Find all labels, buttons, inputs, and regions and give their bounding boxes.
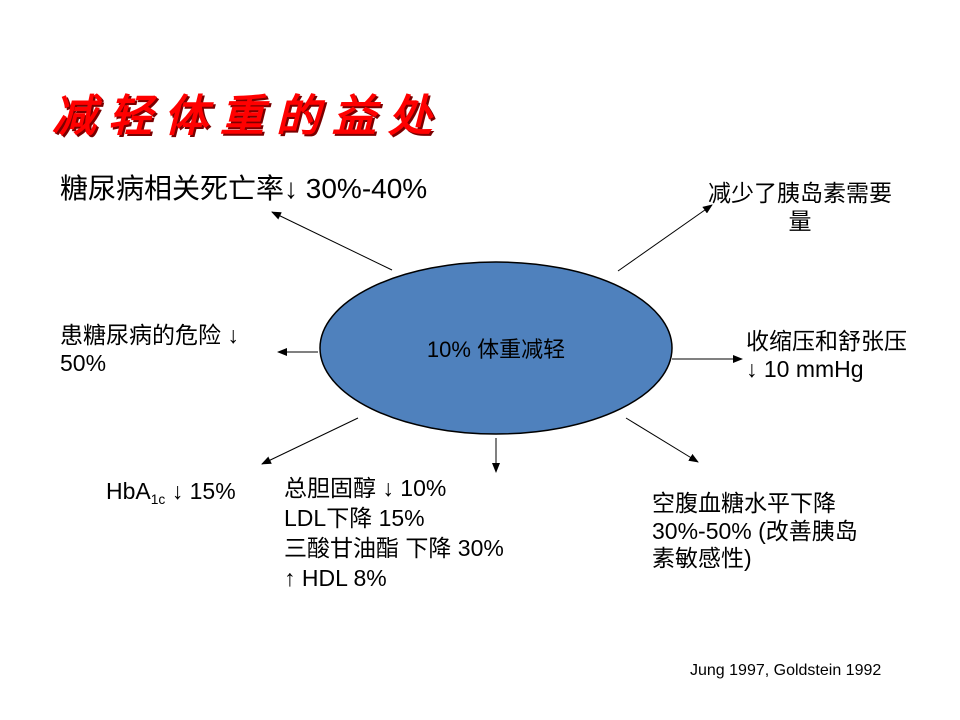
benefit-lipids-line: LDL下降 15% <box>284 504 425 531</box>
benefit-insulin-line: 减少了胰岛素需要 <box>708 180 892 206</box>
center-label: 10% 体重减轻 <box>426 337 566 362</box>
benefit-glucose-line: 空腹血糖水平下降 <box>652 490 836 516</box>
citation: Jung 1997, Goldstein 1992 <box>690 662 882 679</box>
benefit-lipids-line: 三酸甘油酯 下降 30% <box>284 534 504 561</box>
hba1c-sub: 1c <box>150 491 166 507</box>
arrow-to-insulin <box>617 204 713 272</box>
slide-title: 减轻体重的益处 <box>52 91 444 142</box>
benefit-hba1c: HbA1c ↓ 15% <box>106 478 236 508</box>
benefit-lipids: 总胆固醇 ↓ 10% LDL下降 15% 三酸甘油酯 下降 30% ↑ HDL … <box>284 474 504 594</box>
center-ellipse <box>319 261 673 435</box>
arrow-to-glucose <box>625 417 699 463</box>
benefit-insulin-line: 量 <box>788 207 812 234</box>
benefit-insulin: 减少了胰岛素需要 量 <box>708 180 892 235</box>
benefit-blood-pressure-line: ↓ 10 mmHg <box>746 355 864 382</box>
benefit-glucose: 空腹血糖水平下降 30%-50% (改善胰岛 素敏感性) <box>652 490 858 573</box>
benefit-blood-pressure: 收缩压和舒张压 ↓ 10 mmHg <box>746 328 907 383</box>
hba1c-rest: ↓ 15% <box>165 478 236 504</box>
benefit-glucose-line: 30%-50% (改善胰岛 <box>652 517 858 544</box>
benefit-lipids-line: 总胆固醇 ↓ 10% <box>284 475 447 501</box>
benefit-mortality: 糖尿病相关死亡率↓ 30%-40% <box>60 173 428 204</box>
arrow-to-hba1c <box>261 417 359 465</box>
benefit-lipids-line: ↑ HDL 8% <box>284 564 387 591</box>
arrow-to-mortality <box>271 211 393 271</box>
benefit-glucose-line: 素敏感性) <box>652 545 752 572</box>
benefit-diabetes-risk-line: 患糖尿病的危险 ↓ <box>60 322 239 348</box>
benefit-blood-pressure-line: 收缩压和舒张压 <box>746 328 907 354</box>
benefit-diabetes-risk: 患糖尿病的危险 ↓ 50% <box>60 322 239 377</box>
hba1c-base: HbA <box>106 478 151 504</box>
benefit-diabetes-risk-line: 50% <box>60 349 107 376</box>
